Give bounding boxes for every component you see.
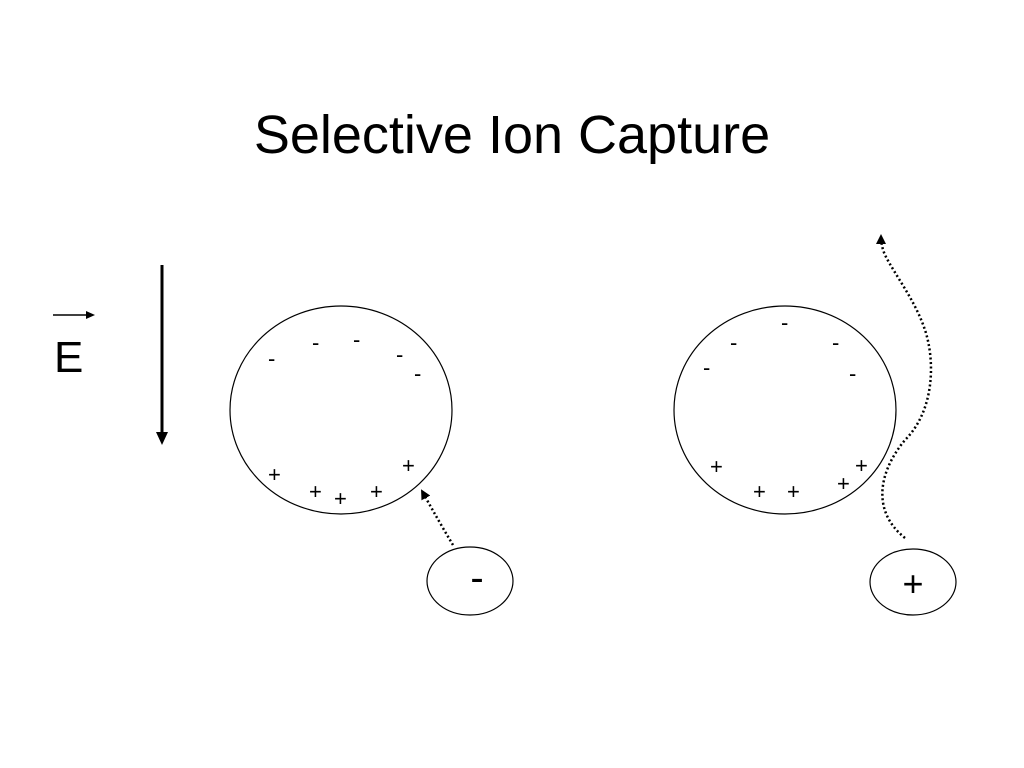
right-surface-charge-top: - — [730, 330, 737, 355]
right-surface-charge-top: - — [703, 355, 710, 380]
field-arrow-head — [156, 432, 168, 445]
left-surface-charge-bottom: + — [334, 486, 347, 511]
left-ion-charge: - — [470, 556, 483, 600]
right-surface-charge-bottom: + — [855, 453, 868, 478]
right-surface-charge-bottom: + — [753, 479, 766, 504]
left-surface-charge-top: - — [268, 346, 275, 371]
repulsion-path-arrow — [876, 234, 933, 539]
right-surface-charge-top: - — [849, 361, 856, 386]
left-surface-charge-top: - — [312, 330, 319, 355]
right-ion-outline — [869, 548, 957, 616]
left-surface-charge-top: - — [414, 361, 421, 386]
left-surface-charge-top: - — [353, 327, 360, 352]
right-surface-charge-top: - — [781, 310, 788, 335]
right-particle: - - - - - + + + + + — [673, 305, 897, 515]
left-ion-outline — [426, 546, 514, 616]
right-surface-charge-bottom: + — [710, 454, 723, 479]
left-ion: - — [426, 546, 514, 616]
vector-arrowhead — [86, 311, 95, 319]
capture-path-arrow — [420, 489, 455, 546]
electric-field-symbol: E — [53, 311, 95, 382]
left-surface-charge-bottom: + — [402, 453, 415, 478]
left-surface-charge-bottom: + — [309, 479, 322, 504]
right-ion-charge: + — [902, 563, 923, 604]
field-label: E — [54, 333, 83, 382]
right-ion: + — [869, 548, 957, 616]
right-surface-charge-bottom: + — [787, 479, 800, 504]
right-surface-charge-bottom: + — [837, 471, 850, 496]
left-surface-charge-bottom: + — [268, 462, 281, 487]
right-surface-charge-top: - — [832, 330, 839, 355]
field-direction-arrow — [156, 265, 168, 445]
left-surface-charge-bottom: + — [370, 479, 383, 504]
left-particle: - - - - - + + + + + — [229, 305, 453, 515]
left-surface-charge-top: - — [396, 342, 403, 367]
right-particle-outline — [673, 305, 897, 515]
left-particle-outline — [229, 305, 453, 515]
slide-title: Selective Ion Capture — [253, 105, 771, 165]
